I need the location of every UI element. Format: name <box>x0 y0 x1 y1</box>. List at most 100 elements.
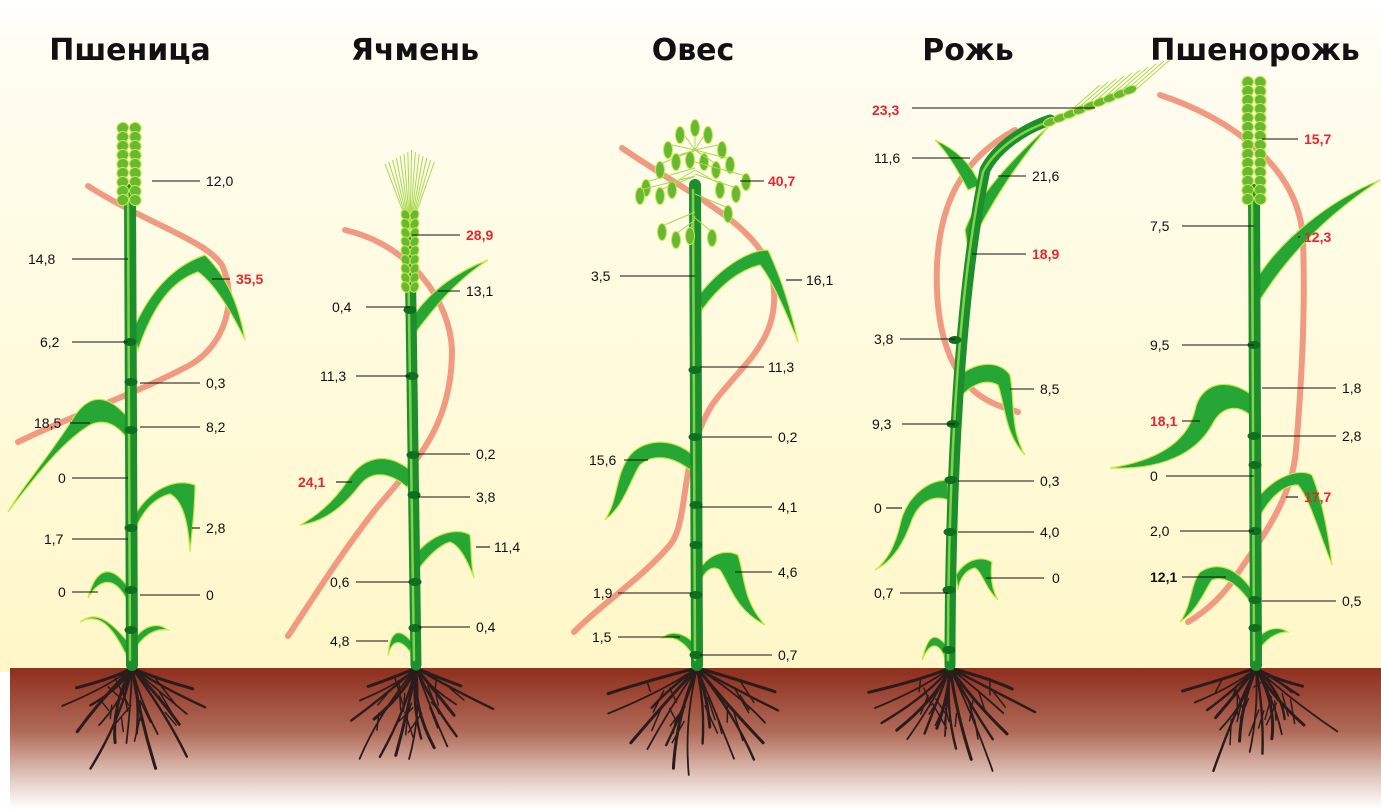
spikelet <box>656 162 665 179</box>
measurement-label: 11,3 <box>768 359 794 375</box>
measurement-label: 4,6 <box>778 564 798 580</box>
measurement-label: 40,7 <box>768 173 795 189</box>
spikelet <box>656 188 665 205</box>
stem-node <box>1249 596 1262 604</box>
measurement-label: 1,8 <box>1342 380 1362 396</box>
measurement-label: 0 <box>1052 570 1060 586</box>
title-pshenitsa: Пшеница <box>49 33 211 68</box>
spikelet <box>672 232 681 249</box>
spikelet <box>686 152 695 169</box>
spikelet <box>686 228 695 245</box>
spikelet <box>704 127 713 144</box>
stem-node <box>409 578 422 586</box>
measurement-label: 12,3 <box>1304 229 1331 245</box>
measurement-label: 0,4 <box>476 619 496 635</box>
measurement-label: 3,5 <box>591 268 611 284</box>
measurement-label: 12,1 <box>1150 569 1177 585</box>
spikelet <box>658 224 667 241</box>
stem-node <box>125 524 138 532</box>
spikelet <box>664 142 673 159</box>
measurement-label: 4,0 <box>1040 524 1060 540</box>
measurement-label: 0,2 <box>476 446 496 462</box>
measurement-label: 11,3 <box>320 368 346 384</box>
measurement-label: 6,2 <box>40 334 60 350</box>
stem-node <box>1248 432 1261 440</box>
measurement-label: 0,3 <box>206 375 226 391</box>
stem-node <box>1249 624 1262 632</box>
stem-node <box>125 626 138 634</box>
measurement-label: 0,7 <box>778 647 798 663</box>
measurement-label: 1,5 <box>592 629 612 645</box>
title-oves: Овес <box>652 33 735 68</box>
title-rozh: Рожь <box>922 33 1013 68</box>
stem-node <box>690 591 703 599</box>
measurement-label: 18,1 <box>1150 413 1177 429</box>
stem-node <box>125 426 138 434</box>
stem-node <box>690 501 703 509</box>
stem-node <box>943 646 956 654</box>
measurement-label: 2,8 <box>1342 428 1362 444</box>
measurement-label: 15,7 <box>1304 131 1331 147</box>
measurement-label: 0,6 <box>330 574 350 590</box>
measurement-label: 0 <box>58 470 66 486</box>
measurement-label: 0 <box>1150 468 1158 484</box>
measurement-label: 18,5 <box>34 415 61 431</box>
measurement-label: 2,0 <box>1150 523 1170 539</box>
measurement-label: 14,8 <box>28 251 55 267</box>
measurement-label: 8,2 <box>206 419 226 435</box>
measurement-label: 0 <box>206 587 214 603</box>
stem-node <box>125 378 138 386</box>
title-pshenorozh: Пшенорожь <box>1150 33 1360 68</box>
stem-node <box>690 541 703 549</box>
measurement-label: 4,8 <box>330 633 350 649</box>
stem-node <box>408 491 421 499</box>
measurement-label: 0,3 <box>1040 473 1060 489</box>
measurement-label: 17,7 <box>1304 489 1331 505</box>
measurement-label: 24,1 <box>298 474 325 490</box>
spikelet <box>708 230 717 247</box>
spikelet <box>668 182 677 199</box>
stem-node <box>1249 461 1262 469</box>
measurement-label: 13,1 <box>466 283 493 299</box>
measurement-label: 23,3 <box>872 102 899 118</box>
measurement-label: 0 <box>874 500 882 516</box>
spikelet <box>691 120 700 137</box>
measurement-label: 11,6 <box>874 150 900 166</box>
measurement-label: 0,4 <box>332 299 352 315</box>
measurement-label: 28,9 <box>466 227 493 243</box>
measurement-label: 3,8 <box>874 331 894 347</box>
title-yachmen: Ячмень <box>351 33 479 68</box>
measurement-label: 3,8 <box>476 489 496 505</box>
measurement-label: 1,7 <box>44 531 64 547</box>
measurement-label: 0,5 <box>1342 593 1362 609</box>
spikelet <box>712 162 721 179</box>
measurement-label: 1,9 <box>593 585 613 601</box>
stem-node <box>407 451 420 459</box>
spikelet <box>672 154 681 171</box>
measurement-label: 11,4 <box>494 539 520 555</box>
measurement-label: 0 <box>58 584 66 600</box>
spikelet <box>724 206 733 223</box>
stem-node <box>409 624 422 632</box>
measurement-label: 35,5 <box>236 271 263 287</box>
stem-node <box>945 476 958 484</box>
soil <box>10 668 1381 809</box>
stem-node <box>689 433 702 441</box>
stem-node <box>944 528 957 536</box>
measurement-label: 18,9 <box>1032 246 1059 262</box>
spikelet <box>636 188 645 205</box>
measurement-label: 15,6 <box>589 452 616 468</box>
measurement-label: 7,5 <box>1150 218 1170 234</box>
stem-node <box>125 586 138 594</box>
stem-node <box>949 336 962 344</box>
measurement-label: 4,1 <box>778 499 798 515</box>
measurement-label: 9,5 <box>1150 337 1170 353</box>
measurement-label: 9,3 <box>872 416 892 432</box>
measurement-label: 0,2 <box>778 429 798 445</box>
measurement-label: 2,8 <box>206 520 226 536</box>
measurement-label: 8,5 <box>1040 381 1060 397</box>
spikelet <box>676 127 685 144</box>
spikelet <box>742 174 751 191</box>
measurement-label: 0,7 <box>874 585 894 601</box>
